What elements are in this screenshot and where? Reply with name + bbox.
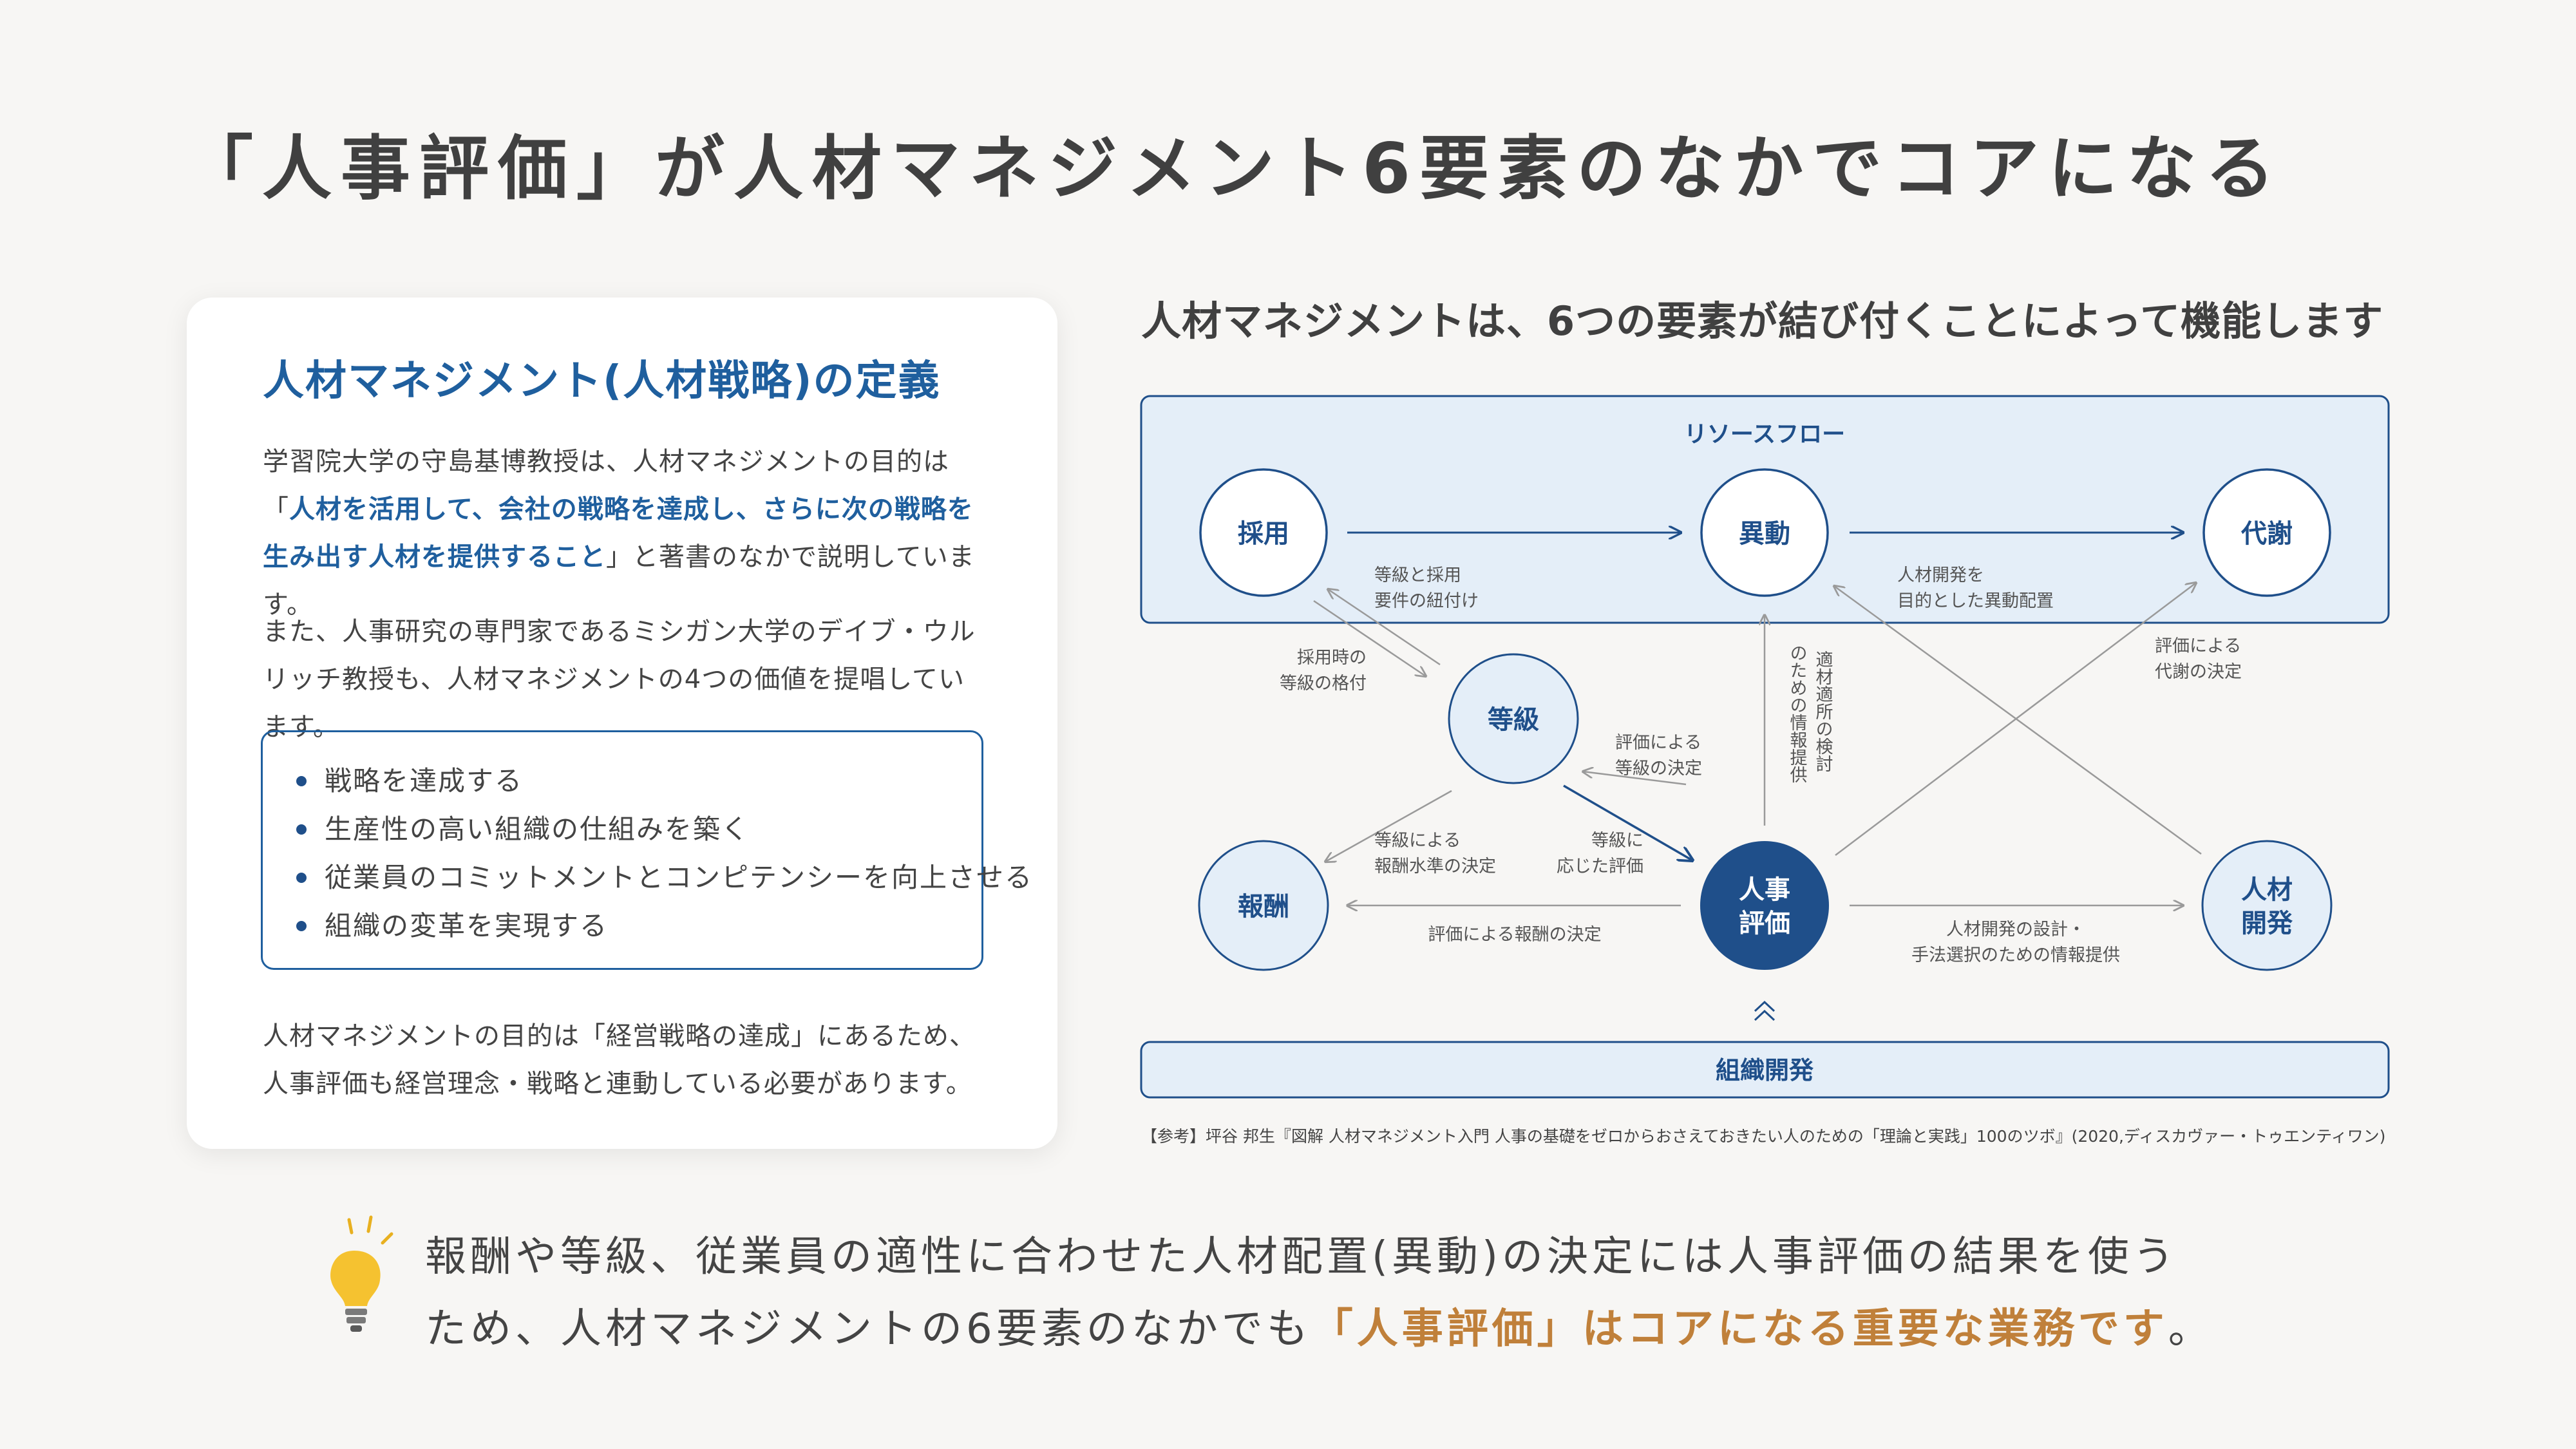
definition-paragraph-3: 人材マネジメントの目的は「経営戦略の達成」にあるため、人事評価も経営理念・戦略と… — [263, 1021, 976, 1099]
label-toukyuu-saiyou-2: 要件の紐付け — [1374, 591, 1479, 611]
resource-flow-label: リソースフロー — [1684, 421, 1845, 448]
svg-text:等級: 等級 — [1488, 705, 1539, 735]
values-box: 戦略を達成する 生産性の高い組織の仕組みを築く 従業員のコミットメントとコンピテ… — [261, 730, 1032, 970]
node-taisha: 代謝 — [2202, 468, 2331, 597]
label-hyouka-taisha-2: 代謝の決定 — [2155, 662, 2242, 682]
arrow-toukyuu-houshuu — [1325, 790, 1452, 862]
svg-text:代謝: 代謝 — [2240, 519, 2293, 549]
arrow-kaihatsu-idou — [1834, 586, 2202, 855]
label-kaihatsu-idou-2: 目的とした異動配置 — [1897, 591, 2054, 611]
para1-post: 」と著書のなかで説明しています。 — [263, 542, 975, 620]
arrow-saiyou-toukyuu — [1313, 600, 1426, 676]
svg-text:報酬: 報酬 — [1238, 892, 1289, 922]
svg-text:人事: 人事 — [1739, 875, 1790, 905]
value-item: 生産性の高い組織の仕組みを築く — [296, 805, 1033, 853]
value-item: 従業員のコミットメントとコンピテンシーを向上させる — [296, 853, 1033, 902]
definition-card: 人材マネジメント(人材戦略)の定義 学習院大学の守島基博教授は、人材マネジメント… — [187, 298, 1057, 1149]
double-chevron-up-icon — [1754, 1000, 1776, 1021]
label-hyouka-taisha-1: 評価による — [2155, 636, 2241, 656]
label-hyouka-kaihatsu-1: 人材開発の設計・ — [1946, 920, 2085, 940]
message-line-1: 報酬や等級、従業員の適性に合わせた人材配置(異動)の決定には人事評価の結果を使う — [425, 1233, 2178, 1281]
diagram-arrows — [1313, 533, 2202, 905]
node-idou: 異動 — [1700, 468, 1829, 597]
svg-text:評価: 評価 — [1739, 909, 1790, 938]
label-toukyuu-hyouka-1: 等級に — [1591, 831, 1643, 851]
lightbulb-icon — [330, 1215, 393, 1332]
label-vertical-2: のための情報提供 — [1787, 644, 1808, 783]
page-title: 「人事評価」が人材マネジメント6要素のなかでコアになる — [184, 129, 2284, 209]
message-line-2-post: 。 — [2168, 1305, 2213, 1353]
node-jinzai-kaihatsu: 人材 開発 — [2201, 840, 2333, 971]
node-jinji-hyouka: 人事 評価 — [1700, 841, 1829, 970]
label-hyouka-toukyuu-1: 評価による — [1615, 733, 1701, 753]
message-line-2: ため、人材マネジメントの6要素のなかでも「人事評価」はコアになる重要な業務です。 — [425, 1296, 2486, 1355]
para1-highlight: 人材を活用して、会社の戦略を達成し、さらに次の戦略を生み出す人材を提供すること — [263, 495, 974, 572]
message-line-2-pre: ため、人材マネジメントの6要素のなかでも — [425, 1305, 1312, 1353]
definition-paragraph-1: 学習院大学の守島基博教授は、人材マネジメントの目的は「人材を活用して、会社の戦略… — [263, 438, 984, 629]
label-toukyuu-houshuu-2: 報酬水準の決定 — [1374, 857, 1496, 876]
label-saiyou-toukyuu-2: 等級の格付 — [1280, 674, 1367, 694]
node-saiyou: 採用 — [1199, 468, 1328, 597]
card-heading: 人材マネジメント(人材戦略)の定義 — [263, 357, 941, 405]
svg-text:人材: 人材 — [2241, 875, 2293, 905]
label-hyouka-kaihatsu-2: 手法選択のための情報提供 — [1911, 945, 2120, 965]
diagram-heading: 人材マネジメントは、6つの要素が結び付くことによって機能します — [1141, 298, 2384, 345]
arrow-hyouka-toukyuu — [1583, 772, 1687, 786]
arrow-toukyuu-saiyou — [1328, 589, 1441, 666]
svg-text:開発: 開発 — [2241, 909, 2293, 938]
edge-labels: 等級と採用 要件の紐付け 人材開発を 目的とした異動配置 採用時の 等級の格付 … — [1280, 565, 2242, 965]
label-toukyuu-hyouka-2: 応じた評価 — [1557, 857, 1643, 876]
message-highlight: 「人事評価」はコアになる重要な業務です — [1311, 1305, 2168, 1353]
label-hyouka-houshuu: 評価による報酬の決定 — [1428, 925, 1601, 945]
org-development-label: 組織開発 — [1716, 1056, 1814, 1084]
value-item: 組織の変革を実現する — [296, 902, 1033, 950]
label-toukyuu-houshuu-1: 等級による — [1374, 831, 1461, 851]
node-houshuu: 報酬 — [1198, 840, 1329, 971]
label-saiyou-toukyuu-1: 採用時の — [1297, 648, 1367, 668]
svg-text:異動: 異動 — [1739, 519, 1790, 549]
value-item: 戦略を達成する — [296, 757, 1033, 805]
values-list: 戦略を達成する 生産性の高い組織の仕組みを築く 従業員のコミットメントとコンピテ… — [296, 757, 1033, 950]
node-toukyuu: 等級 — [1448, 653, 1579, 784]
reference-citation: 【参考】坪谷 邦生『図解 人材マネジメント入門 人事の基礎をゼロからおさえておき… — [1141, 1127, 2386, 1146]
definition-paragraph-2: また、人事研究の専門家であるミシガン大学のデイブ・ウルリッチ教授も、人材マネジメ… — [263, 617, 976, 742]
label-vertical-1: 適材適所の検討 — [1813, 650, 1833, 772]
label-toukyuu-saiyou-1: 等級と採用 — [1374, 565, 1461, 585]
svg-text:採用: 採用 — [1238, 519, 1289, 549]
para1-pre: 学習院大学の守島基博教授は、人材マネジメントの目的は「 — [263, 447, 949, 524]
label-kaihatsu-idou-1: 人材開発を — [1897, 565, 1984, 585]
org-development-band — [1140, 1041, 2390, 1099]
label-hyouka-toukyuu-2: 等級の決定 — [1615, 759, 1702, 779]
arrow-toukyuu-hyouka — [1563, 784, 1692, 860]
